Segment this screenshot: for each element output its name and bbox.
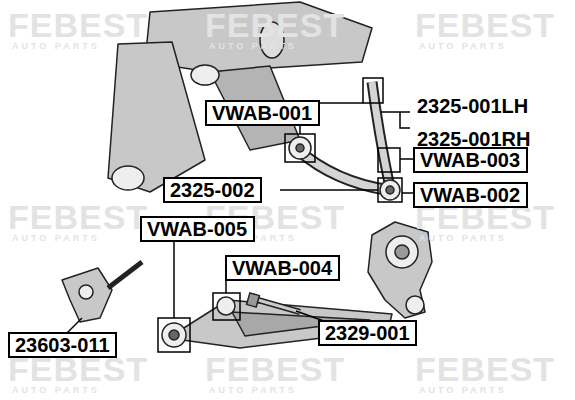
bushing: [380, 180, 400, 200]
part-number: 2329-001: [325, 323, 410, 343]
part-number-box: VWAB-003: [413, 147, 528, 173]
watermark: AUTO PARTS: [12, 386, 100, 395]
bolt: [258, 300, 300, 312]
watermark: FEBEST: [415, 8, 555, 42]
part-number-box: 23603-011: [8, 332, 117, 358]
marker-square: [378, 178, 402, 202]
watermark: AUTO PARTS: [12, 42, 100, 51]
leader-line: [280, 189, 378, 191]
part-number-box: 2329-001: [318, 320, 417, 346]
bolt-head: [247, 293, 260, 307]
marker-square: [285, 134, 315, 162]
subframe-mount: [112, 166, 144, 190]
watermark: AUTO PARTS: [209, 386, 297, 395]
subframe-crossbar: [145, 2, 372, 72]
marker-square: [363, 78, 383, 103]
part-number: VWAB-005: [147, 219, 248, 239]
watermark: FEBEST: [8, 200, 148, 234]
bolt: [258, 300, 300, 312]
bushing: [169, 330, 179, 340]
marker-square: [378, 148, 400, 172]
part-number: 2325-002: [170, 180, 255, 200]
marker-square: [158, 318, 190, 352]
part-number-box: 2325-002: [163, 177, 262, 203]
bushing: [296, 144, 304, 152]
bushing: [386, 186, 394, 194]
part-number: VWAB-003: [420, 150, 521, 170]
wheel-hub: [395, 245, 409, 259]
level-sensor-bracket: [62, 268, 112, 322]
part-number: 23603-011: [15, 335, 110, 355]
watermark: AUTO PARTS: [209, 42, 297, 51]
watermark: FEBEST: [205, 8, 345, 42]
part-number-box: VWAB-002: [413, 182, 528, 208]
level-sensor: [79, 285, 93, 299]
watermark: FEBEST: [415, 352, 555, 386]
subframe-rail: [108, 42, 205, 192]
marker-square: [213, 293, 240, 320]
wheel-hub: [386, 236, 418, 268]
watermark: AUTO PARTS: [419, 386, 507, 395]
watermark: FEBEST: [8, 8, 148, 42]
watermark: AUTO PARTS: [419, 42, 507, 51]
level-sensor-rod: [108, 262, 142, 288]
leader-line: [381, 111, 410, 113]
watermark: AUTO PARTS: [419, 234, 507, 243]
bushing: [162, 323, 186, 347]
control-arm: [298, 150, 388, 190]
watermark: FEBEST: [205, 352, 345, 386]
part-number-box: VWAB-004: [225, 255, 340, 281]
leader-line: [400, 112, 410, 128]
bushing: [289, 137, 311, 159]
watermark: AUTO PARTS: [12, 234, 100, 243]
leader-line: [173, 230, 175, 318]
part-number-box: VWAB-005: [140, 216, 255, 242]
part-number: VWAB-004: [232, 258, 333, 278]
bushing: [217, 297, 235, 315]
knuckle-bushing: [406, 296, 424, 314]
part-number: 2325-001LH: [415, 95, 530, 117]
part-number: VWAB-001: [212, 103, 313, 123]
control-arm: [298, 150, 388, 190]
part-number-box: VWAB-001: [205, 100, 320, 126]
part-number: VWAB-002: [420, 185, 521, 205]
subframe-mount: [191, 65, 219, 85]
